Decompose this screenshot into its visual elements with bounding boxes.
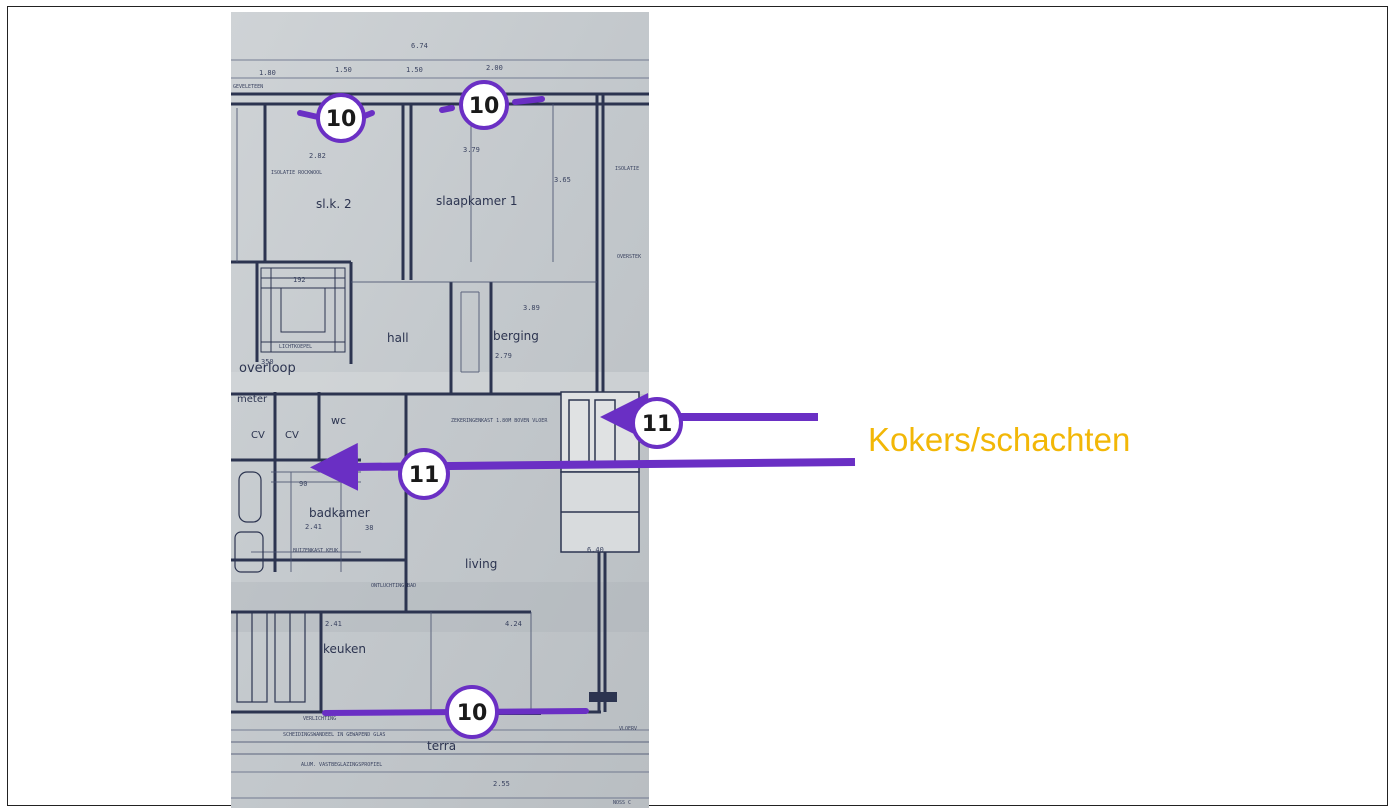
- dim-192: 192: [293, 276, 306, 284]
- dim-slk1-width: 3.79: [463, 146, 480, 154]
- paper-fold: [231, 372, 649, 394]
- dim-top: 6.74: [411, 42, 428, 50]
- room-overloop: overloop: [239, 361, 296, 376]
- note-lichtkoepel: LICHTKOEPEL: [279, 344, 312, 350]
- dim-2: 1.50: [335, 66, 352, 74]
- shaft-right: [560, 391, 640, 553]
- note-geveleteen: GEVELETEEN: [233, 84, 263, 90]
- floor-plan-drawing: sl.k. 2 slaapkamer 1 hall berging overlo…: [231, 12, 649, 808]
- staircase: [260, 267, 346, 353]
- room-cv2: CV: [285, 430, 299, 441]
- dim-living-height: 6.40: [587, 546, 604, 554]
- note-overstek: OVERSTEK: [617, 254, 641, 260]
- dim-keuken-width: 2.41: [325, 620, 342, 628]
- room-badkamer: badkamer: [309, 506, 370, 520]
- note-verlichting: VERLICHTING: [303, 716, 336, 722]
- dim-1: 1.80: [259, 69, 276, 77]
- note-zekeringenkast: ZEKERINGENKAST 1.80M BOVEN VLOER: [451, 418, 548, 424]
- dim-90: 90: [299, 480, 307, 488]
- room-meter: meter: [237, 394, 268, 405]
- note-ontluchting: ONTLUCHTING BAD: [371, 583, 416, 589]
- dim-bottom: 2.55: [493, 780, 510, 788]
- image-frame: [7, 6, 1388, 806]
- room-living: living: [465, 557, 497, 571]
- dim-241: 2.41: [305, 523, 322, 531]
- room-slk2: sl.k. 2: [316, 197, 352, 211]
- room-berging: berging: [493, 329, 539, 343]
- note-vloer: VLOERV: [619, 726, 637, 732]
- room-hall: hall: [387, 331, 409, 345]
- dim-365: 3.65: [554, 176, 571, 184]
- dim-279: 2.79: [495, 352, 512, 360]
- note-buizenkast: BUIZENKAST KEUK: [293, 548, 338, 554]
- note-isolatie: ISOLATIE ROCKWOOL: [271, 170, 322, 176]
- dim-slk2-width: 2.82: [309, 152, 326, 160]
- sanitary: [234, 471, 306, 703]
- room-wc: wc: [331, 414, 346, 427]
- dim-3: 1.50: [406, 66, 423, 74]
- room-cv: CV: [251, 430, 265, 441]
- kokers-schachten-label: Kokers/schachten: [868, 421, 1131, 458]
- paper-shadow: [231, 582, 649, 632]
- dim-living-width: 4.24: [505, 620, 522, 628]
- note-aluminium: ALUM. VASTBEGLAZINGSPROFIEL: [301, 762, 382, 768]
- note-noss: NOSS C: [613, 800, 631, 806]
- dim-38: 38: [365, 524, 373, 532]
- room-slaapkamer1: slaapkamer 1: [436, 194, 517, 208]
- room-terras: terra: [427, 739, 456, 753]
- dim-389: 3.89: [523, 304, 540, 312]
- dim-350: 350: [261, 358, 274, 366]
- dim-4: 2.00: [486, 64, 503, 72]
- room-keuken: keuken: [323, 642, 366, 656]
- note-isolatie-right: ISOLATIE: [615, 166, 639, 172]
- note-scheidingswand: SCHEIDINGSWANDEEL IN GEWAPEND GLAS: [283, 732, 385, 738]
